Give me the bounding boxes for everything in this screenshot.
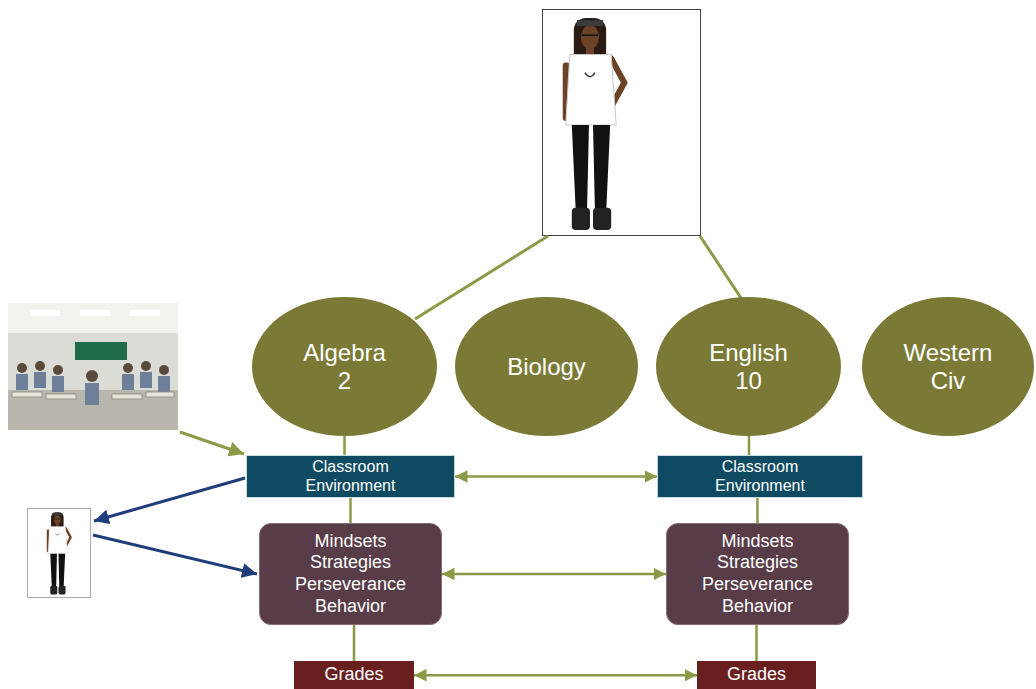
environment-box: Classroom Environment — [657, 455, 863, 498]
photo-frame — [543, 10, 701, 236]
desk — [112, 394, 142, 399]
influence-arrow — [94, 478, 245, 521]
classroom-photo — [8, 303, 178, 430]
ceiling-light — [130, 310, 160, 316]
node-label: Classroom Environment — [306, 458, 396, 495]
photo-frame — [28, 509, 91, 598]
ceiling — [8, 303, 178, 333]
node-label: Classroom Environment — [715, 458, 805, 495]
desk — [146, 392, 174, 397]
student-figure — [563, 18, 625, 230]
connector-line — [748, 436, 751, 455]
student-body — [85, 383, 99, 405]
photo-background — [8, 303, 178, 430]
student-body — [122, 374, 134, 390]
student-head — [141, 361, 151, 371]
node-label: Biology — [507, 353, 586, 381]
node-label: English 10 — [709, 339, 788, 394]
course-ellipse: English 10 — [656, 297, 841, 436]
connector-arrow — [414, 674, 697, 677]
course-ellipse: Western Civ — [862, 297, 1034, 436]
course-ellipse: Algebra 2 — [252, 297, 437, 436]
influence-arrow — [93, 535, 257, 574]
student-body — [158, 376, 170, 392]
grades-box: Grades — [697, 661, 816, 689]
connector-line — [756, 498, 759, 523]
connector-line — [700, 236, 741, 298]
node-label: Mindsets Strategies Perseverance Behavio… — [702, 531, 813, 617]
ceiling-light — [30, 310, 60, 316]
environment-box: Classroom Environment — [246, 455, 455, 498]
student-head — [86, 370, 98, 382]
connector-arrow — [442, 573, 666, 576]
node-label: Grades — [727, 664, 786, 686]
course-ellipse: Biology — [455, 297, 638, 436]
student-body — [52, 376, 64, 392]
student-head — [35, 361, 45, 371]
connector-line — [353, 625, 356, 661]
pointer-arrow — [180, 432, 244, 454]
student-head — [17, 363, 27, 373]
connector-line — [755, 625, 758, 661]
ellipse-fill — [656, 297, 841, 436]
grades-box: Grades — [294, 661, 414, 689]
student-body — [16, 374, 28, 390]
connector-line — [343, 436, 346, 455]
node-label: Mindsets Strategies Perseverance Behavio… — [295, 531, 406, 617]
student-head — [123, 363, 133, 373]
desk — [12, 392, 42, 397]
desk — [46, 394, 76, 399]
factors-box: Mindsets Strategies Perseverance Behavio… — [259, 523, 442, 625]
factors-box: Mindsets Strategies Perseverance Behavio… — [666, 523, 849, 625]
student-body — [34, 372, 46, 388]
node-label: Western Civ — [904, 339, 993, 394]
ellipse-fill — [455, 297, 638, 436]
node-label: Grades — [324, 664, 383, 686]
chalkboard — [75, 342, 127, 360]
ceiling-light — [80, 310, 110, 316]
ellipse-fill — [252, 297, 437, 436]
node-label: Algebra 2 — [303, 339, 386, 394]
student-head — [159, 365, 169, 375]
student-head — [53, 365, 63, 375]
connector-line — [349, 498, 352, 523]
connector-arrow — [455, 475, 657, 478]
ellipse-fill — [862, 297, 1034, 436]
student-body — [140, 372, 152, 388]
student-figure — [47, 512, 71, 594]
